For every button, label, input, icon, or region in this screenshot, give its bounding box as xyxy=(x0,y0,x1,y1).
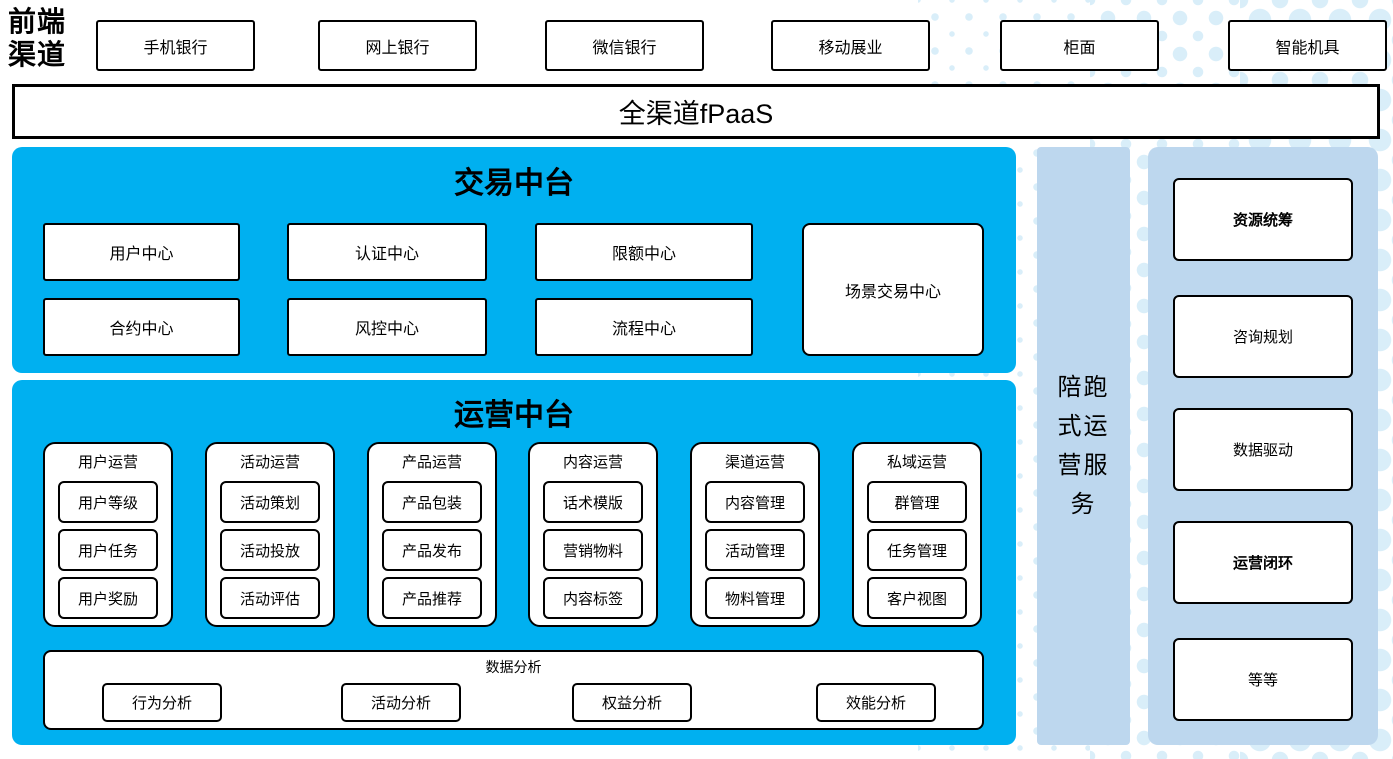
ops-column-activity-operation: 活动运营 活动策划 活动投放 活动评估 xyxy=(205,442,335,627)
ops-column-private-domain-operation: 私域运营 群管理 任务管理 客户视图 xyxy=(852,442,982,627)
analysis-box-benefit: 权益分析 xyxy=(572,683,692,722)
trade-box-process-center: 流程中心 xyxy=(535,298,753,356)
ops-column-header: 产品运营 xyxy=(401,454,462,471)
ops-item-box: 用户等级 xyxy=(58,481,158,523)
ops-item-box: 活动投放 xyxy=(220,529,320,571)
ops-item-box: 产品发布 xyxy=(382,529,482,571)
analysis-box-activity: 活动分析 xyxy=(341,683,461,722)
ops-item-box: 活动管理 xyxy=(705,529,805,571)
data-analysis-title: 数据分析 xyxy=(485,659,542,675)
ops-item-box: 话术模版 xyxy=(543,481,643,523)
ops-item-box: 用户任务 xyxy=(58,529,158,571)
ops-item-box: 内容管理 xyxy=(705,481,805,523)
ops-item-box: 产品包装 xyxy=(382,481,482,523)
service-box-etc: 等等 xyxy=(1173,638,1353,721)
accompanying-service-label: 陪跑式运营服务 xyxy=(1057,374,1110,518)
channel-box-mobile-banking: 手机银行 xyxy=(96,20,255,71)
service-box-data-driven: 数据驱动 xyxy=(1173,408,1353,491)
service-box-consulting: 咨询规划 xyxy=(1173,295,1353,378)
ops-item-box: 物料管理 xyxy=(705,577,805,619)
trade-platform-title: 交易中台 xyxy=(454,167,574,200)
channel-box-smart-devices: 智能机具 xyxy=(1228,20,1387,71)
service-box-operation-loop: 运营闭环 xyxy=(1173,521,1353,604)
channel-box-wechat-banking: 微信银行 xyxy=(545,20,704,71)
channel-box-counter: 柜面 xyxy=(1000,20,1159,71)
fpaas-omnichannel-bar: 全渠道fPaaS xyxy=(12,84,1380,139)
ops-item-box: 产品推荐 xyxy=(382,577,482,619)
trade-box-risk-center: 风控中心 xyxy=(287,298,487,356)
ops-item-box: 活动策划 xyxy=(220,481,320,523)
ops-column-header: 用户运营 xyxy=(77,454,138,471)
operation-platform-title: 运营中台 xyxy=(454,399,574,432)
front-channels-label: 前端渠道 xyxy=(8,7,67,71)
service-box-resource-planning: 资源统筹 xyxy=(1173,178,1353,261)
ops-column-product-operation: 产品运营 产品包装 产品发布 产品推荐 xyxy=(367,442,497,627)
trade-platform-section: 交易中台 用户中心 认证中心 限额中心 合约中心 风控中心 流程中心 场景交易中… xyxy=(12,147,1016,373)
ops-column-header: 私域运营 xyxy=(886,454,947,471)
ops-column-user-operation: 用户运营 用户等级 用户任务 用户奖励 xyxy=(43,442,173,627)
trade-box-auth-center: 认证中心 xyxy=(287,223,487,281)
ops-column-header: 内容运营 xyxy=(562,454,623,471)
right-service-panel: 资源统筹 咨询规划 数据驱动 运营闭环 等等 xyxy=(1148,147,1378,745)
channel-box-online-banking: 网上银行 xyxy=(318,20,477,71)
ops-item-box: 营销物料 xyxy=(543,529,643,571)
ops-item-box: 用户奖励 xyxy=(58,577,158,619)
analysis-box-behavior: 行为分析 xyxy=(102,683,222,722)
ops-column-header: 活动运营 xyxy=(239,454,300,471)
channel-box-mobile-outreach: 移动展业 xyxy=(771,20,930,71)
operation-platform-section: 运营中台 用户运营 用户等级 用户任务 用户奖励 活动运营 活动策划 活动投放 … xyxy=(12,380,1016,745)
trade-box-contract-center: 合约中心 xyxy=(43,298,240,356)
ops-item-box: 客户视图 xyxy=(867,577,967,619)
ops-column-header: 渠道运营 xyxy=(724,454,785,471)
trade-box-scene-trade-center: 场景交易中心 xyxy=(802,223,984,356)
trade-box-limit-center: 限额中心 xyxy=(535,223,753,281)
ops-item-box: 内容标签 xyxy=(543,577,643,619)
accompanying-service-bar: 陪跑式运营服务 xyxy=(1037,147,1130,745)
ops-item-box: 活动评估 xyxy=(220,577,320,619)
data-analysis-strip: 数据分析 行为分析 活动分析 权益分析 效能分析 xyxy=(43,650,984,730)
ops-item-box: 任务管理 xyxy=(867,529,967,571)
ops-column-content-operation: 内容运营 话术模版 营销物料 内容标签 xyxy=(528,442,658,627)
analysis-box-efficiency: 效能分析 xyxy=(816,683,936,722)
ops-item-box: 群管理 xyxy=(867,481,967,523)
ops-column-channel-operation: 渠道运营 内容管理 活动管理 物料管理 xyxy=(690,442,820,627)
trade-box-user-center: 用户中心 xyxy=(43,223,240,281)
